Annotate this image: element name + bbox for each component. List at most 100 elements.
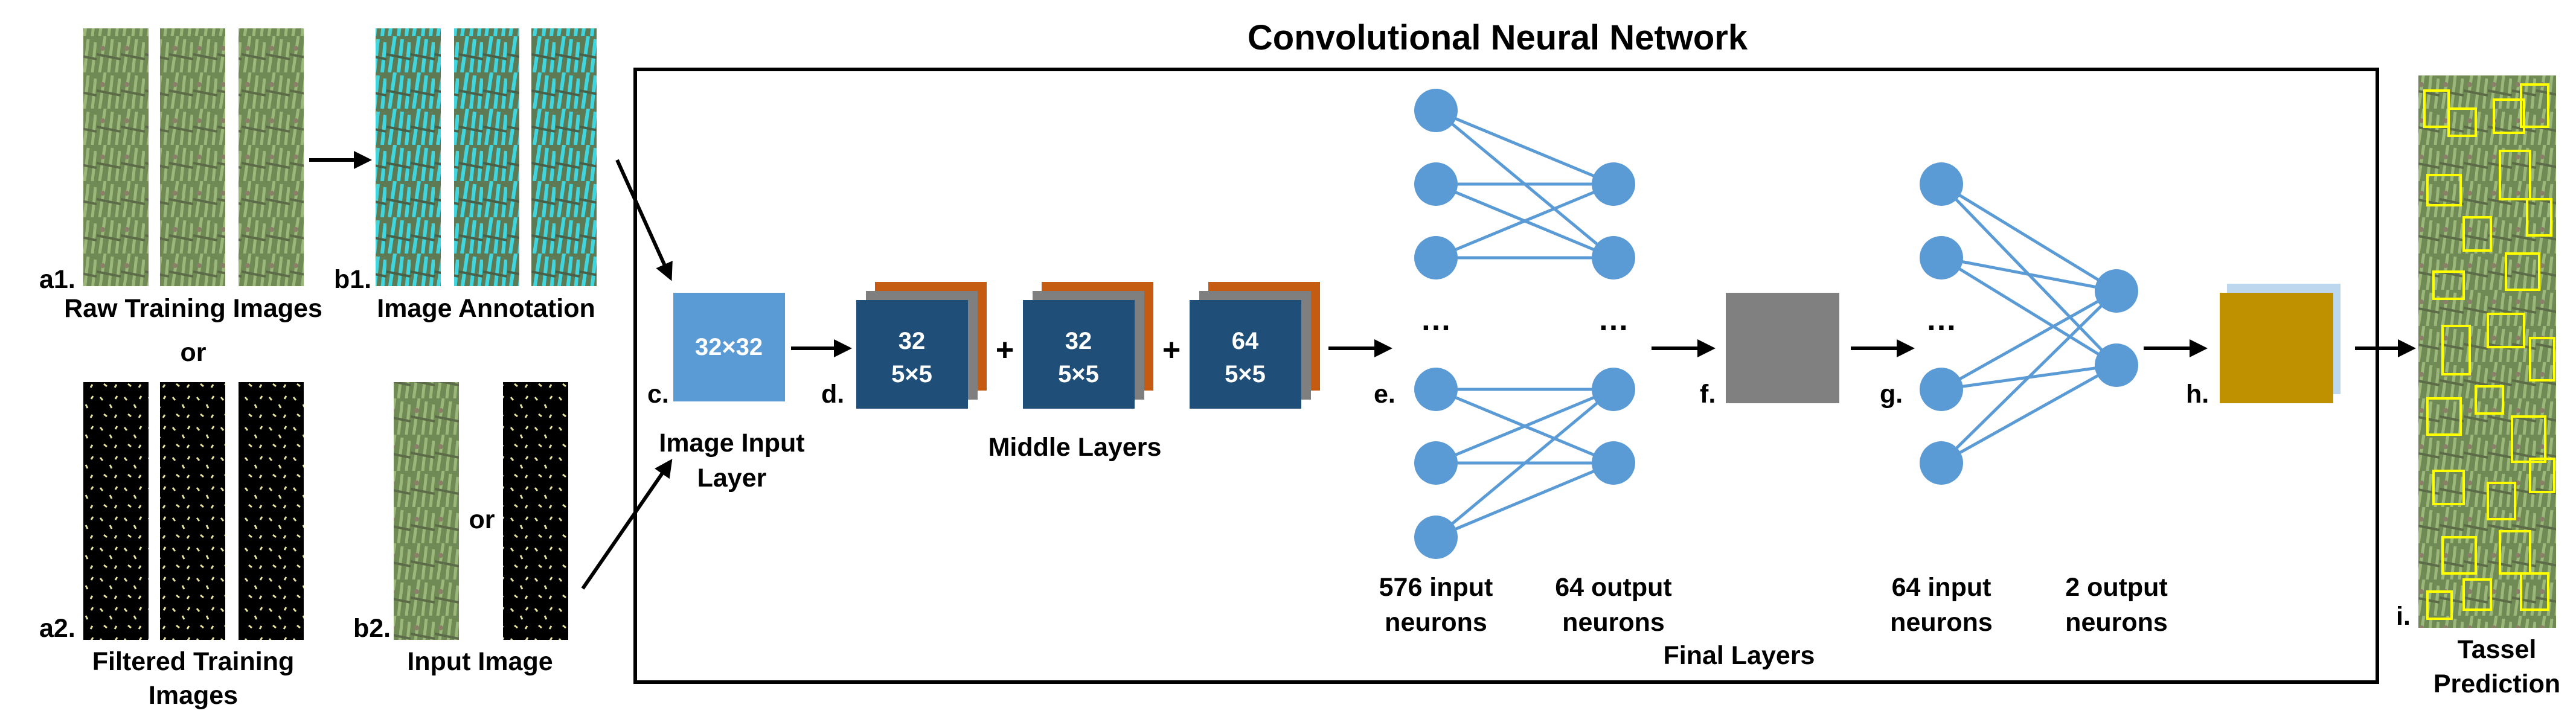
tassel-box-12 [2529, 337, 2555, 382]
input-layer-size: 32×32 [695, 334, 763, 360]
conv1-kernel: 5×5 [891, 361, 932, 388]
conv2-kernel: 5×5 [1058, 361, 1099, 388]
caption-2-output-line2: neurons [2065, 608, 2168, 637]
caption-64-input-line2: neurons [1890, 608, 1993, 637]
net2-connection-1-1 [1940, 256, 2118, 367]
label-i: i. [2396, 602, 2411, 631]
tassel-box-19 [2441, 536, 2477, 575]
net1-out-bottom-neuron-0 [1592, 368, 1635, 411]
label-g: g. [1880, 380, 1903, 409]
caption-filtered-training-line1: Filtered Training [92, 647, 295, 676]
filtered-image-1 [83, 382, 149, 640]
net1-in-bottom-neuron-0 [1414, 368, 1458, 411]
caption-576-input-line1: 576 input [1379, 573, 1493, 602]
label-f: f. [1700, 380, 1716, 409]
tassel-box-18 [2529, 458, 2555, 493]
caption-tassel-line2: Prediction [2433, 669, 2560, 698]
input-image-filtered [503, 382, 568, 640]
ellipsis-576-input: … [1420, 302, 1452, 337]
net2-connection-3-0 [1940, 290, 2118, 464]
plus-2: + [1162, 333, 1181, 368]
net1-bottom-connection-2-1 [1435, 461, 1614, 539]
caption-image-input-line1: Image Input [659, 429, 804, 458]
tassel-box-1 [2447, 107, 2477, 137]
conv1-filters: 32 [899, 328, 926, 354]
output-layer-front [2220, 293, 2333, 403]
tassel-box-2 [2493, 98, 2525, 134]
network-576-to-64 [1414, 89, 1635, 559]
tassel-box-17 [2487, 482, 2516, 520]
tassel-box-13 [2426, 397, 2462, 436]
diagram-title: Convolutional Neural Network [1248, 18, 1748, 57]
tassel-box-9 [2505, 252, 2540, 291]
label-a2: a2. [39, 614, 75, 643]
tassel-prediction-image [2418, 75, 2556, 628]
input-image-field [394, 382, 459, 640]
tassel-box-6 [2462, 216, 2492, 252]
net1-in-top-neuron-2 [1414, 236, 1458, 279]
label-b2: b2. [353, 614, 391, 643]
caption-576-input-line2: neurons [1385, 608, 1487, 637]
net2-connection-1-0 [1941, 256, 2117, 293]
net1-out-top-neuron-1 [1592, 236, 1635, 279]
conv-layer-2: 32 5×5 [1023, 282, 1153, 409]
caption-64-output-line2: neurons [1562, 608, 1665, 637]
image-input-layer-box [673, 293, 785, 401]
fully-connected-layer-box [1726, 293, 1839, 403]
conv-layer-3: 64 5×5 [1190, 282, 1320, 409]
label-e: e. [1374, 380, 1395, 409]
net2-connection-0-0 [1940, 182, 2118, 293]
raw-training-images [83, 28, 304, 286]
ellipsis-64-output: … [1598, 302, 1629, 337]
tassel-box-8 [2432, 270, 2465, 300]
caption-input-image: Input Image [407, 647, 553, 676]
tassel-box-7 [2526, 198, 2552, 237]
caption-tassel-line1: Tassel [2458, 635, 2537, 664]
net1-top-connection-2-0 [1435, 182, 1614, 260]
net2-connection-3-1 [1940, 363, 2118, 465]
caption-image-input-line2: Layer [697, 464, 767, 493]
net2-in-neuron-0 [1920, 162, 1963, 206]
input-images [394, 382, 568, 640]
filtered-image-2 [160, 382, 225, 640]
plus-1: + [996, 333, 1014, 368]
net1-bottom-connection-1-0 [1435, 388, 1614, 465]
net2-in-neuron-3 [1920, 441, 1963, 485]
net1-in-top-neuron-1 [1414, 162, 1458, 206]
annotated-image-1 [376, 28, 441, 286]
conv3-filters: 64 [1232, 328, 1259, 354]
net1-out-bottom-neuron-1 [1592, 441, 1635, 485]
tassel-box-14 [2475, 385, 2504, 415]
tassel-detection-boxes [2423, 83, 2555, 620]
arrow-annotation-to-cnn [615, 159, 673, 281]
conv2-filters: 32 [1065, 328, 1092, 354]
tassel-box-4 [2426, 174, 2462, 206]
net2-in-neuron-2 [1920, 368, 1963, 411]
net1-in-top-neuron-0 [1414, 89, 1458, 132]
caption-64-input-line1: 64 input [1892, 573, 1991, 602]
raw-image-1 [83, 28, 149, 286]
net2-connection-2-0 [1940, 289, 2118, 391]
caption-or-left: or [181, 338, 207, 367]
net1-top-connection-0-0 [1435, 109, 1614, 186]
net2-in-neuron-1 [1920, 236, 1963, 279]
tassel-box-15 [2511, 415, 2546, 463]
network-64-to-2 [1920, 162, 2138, 485]
tassel-box-11 [2487, 313, 2525, 348]
tassel-box-23 [2426, 590, 2453, 620]
tassel-box-3 [2520, 83, 2549, 128]
conv2-front [1023, 300, 1135, 409]
label-h: h. [2186, 380, 2209, 409]
filtered-training-images [83, 382, 304, 640]
tassel-box-21 [2462, 578, 2492, 611]
conv3-front [1190, 300, 1301, 409]
filtered-image-3 [239, 382, 304, 640]
caption-filtered-training-line2: Images [149, 681, 238, 710]
tassel-box-22 [2520, 572, 2549, 611]
conv3-kernel: 5×5 [1225, 361, 1266, 388]
caption-final-layers: Final Layers [1664, 641, 1815, 670]
caption-image-annotation: Image Annotation [377, 294, 595, 323]
annotated-images [376, 28, 597, 286]
